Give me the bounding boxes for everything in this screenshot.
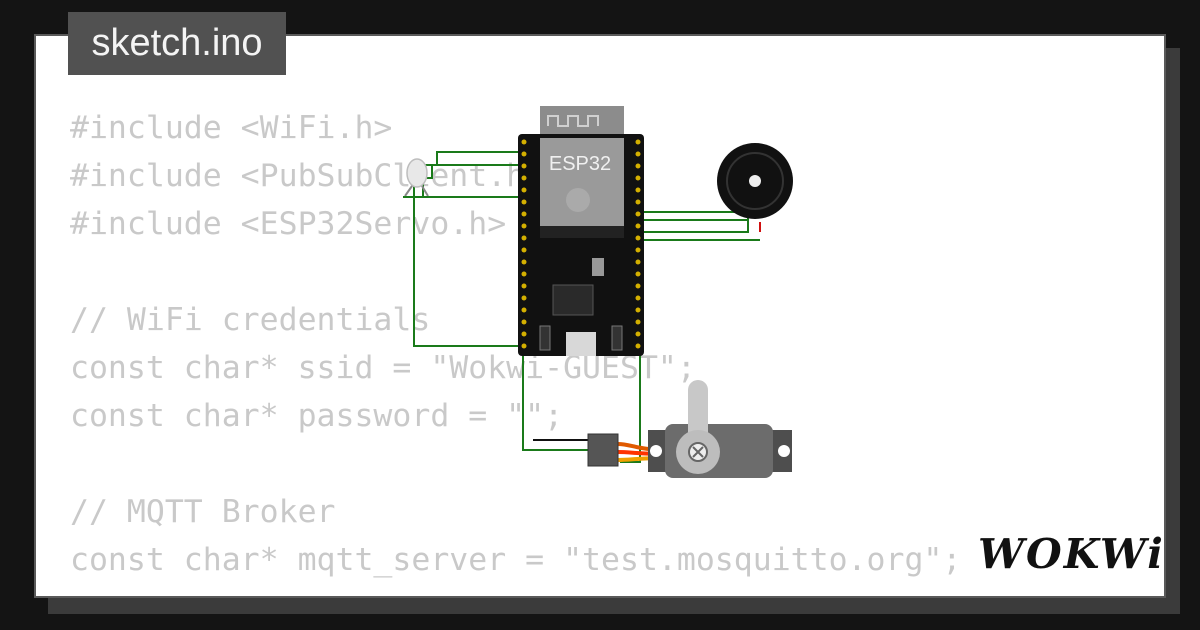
code-line: #include <ESP32Servo.h> [70, 206, 507, 242]
code-line: const char* password = ""; [70, 398, 564, 434]
board-label: ESP32 [549, 153, 611, 175]
esp32-board: ESP32 [518, 106, 644, 356]
code-preview: #include <WiFi.h> #include <PubSubClient… [70, 104, 961, 584]
servo [587, 380, 792, 478]
code-line: #include <PubSubClient.h> [70, 158, 545, 194]
file-tab[interactable]: sketch.ino [68, 12, 286, 75]
code-line: const char* mqtt_server = "test.mosquitt… [70, 542, 962, 578]
wokwi-logo: WOKWi [978, 530, 1165, 578]
buzzer [717, 143, 793, 219]
code-line: // WiFi credentials [70, 302, 431, 338]
code-line: // MQTT Broker [70, 494, 336, 530]
code-line: const char* ssid = "Wokwi-GUEST"; [70, 350, 696, 386]
code-line: #include <WiFi.h> [70, 110, 393, 146]
